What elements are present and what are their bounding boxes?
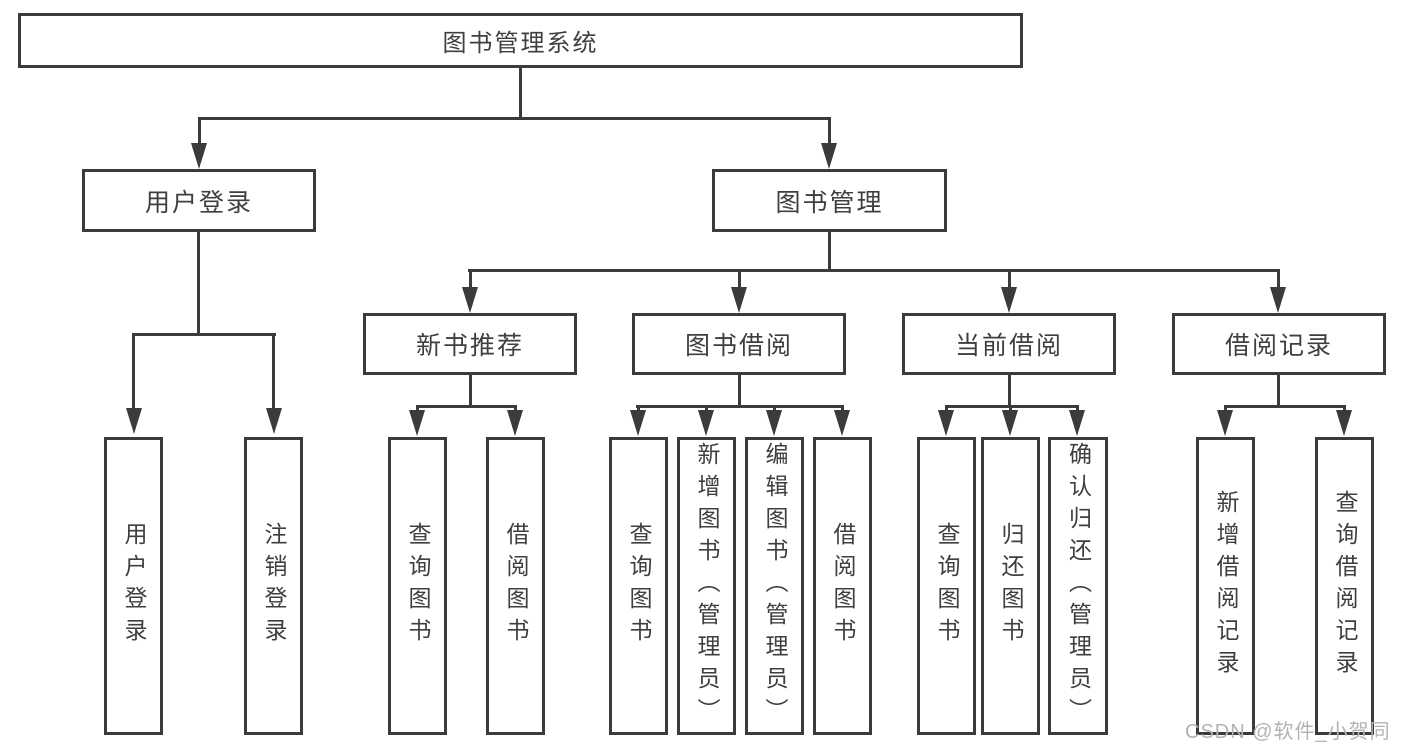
connector-borrowing-drop-3 [773, 405, 776, 413]
leaf-bb-edit-book-admin: 编辑图书（管理员） [745, 437, 804, 735]
arrow-down-icon [834, 410, 850, 436]
leaf-cb-return-book: 归还图书 [981, 437, 1040, 735]
arrow-down-icon [409, 410, 425, 436]
connector-records-drop-2 [1343, 405, 1346, 413]
arrow-down-icon [126, 408, 142, 434]
connector-root-drop-right [828, 117, 831, 145]
arrow-down-icon [191, 143, 207, 169]
connector-borrowing-stem [738, 375, 741, 408]
connector-userlogin-drop-2 [272, 333, 275, 410]
connector-newbook-drop-2 [514, 405, 517, 413]
connector-newbook-stem [469, 375, 472, 408]
connector-root-drop-left [198, 117, 201, 145]
arrow-down-icon [1270, 287, 1286, 313]
arrow-down-icon [938, 410, 954, 436]
connector-current-bar [945, 405, 1079, 408]
node-new-book-recommendation: 新书推荐 [363, 313, 577, 375]
arrow-down-icon [766, 410, 782, 436]
connector-userlogin-drop-1 [132, 333, 135, 410]
leaf-br-add-record: 新增借阅记录 [1196, 437, 1255, 735]
node-user-login: 用户登录 [82, 169, 316, 232]
connector-userlogin-stem [197, 232, 200, 336]
leaf-nb-borrow-book: 借阅图书 [486, 437, 545, 735]
leaf-cb-query-book: 查询图书 [917, 437, 976, 735]
arrow-down-icon [266, 408, 282, 434]
leaf-bb-add-book-admin: 新增图书（管理员） [677, 437, 736, 735]
leaf-logout: 注销登录 [244, 437, 303, 735]
arrow-down-icon [462, 287, 478, 313]
connector-current-drop-3 [1076, 405, 1079, 413]
node-borrowing-records: 借阅记录 [1172, 313, 1386, 375]
csdn-watermark: CSDN @软件_小贺同学 [1185, 721, 1391, 743]
arrow-down-icon [630, 410, 646, 436]
connector-bookmgmt-drop-2 [738, 269, 741, 291]
connector-userlogin-bar [132, 333, 276, 336]
node-current-borrowing: 当前借阅 [902, 313, 1116, 375]
arrow-down-icon [698, 410, 714, 436]
arrow-down-icon [1069, 410, 1085, 436]
connector-current-drop-1 [945, 405, 948, 413]
leaf-user-login: 用户登录 [104, 437, 163, 735]
leaf-br-query-record: 查询借阅记录 [1315, 437, 1374, 735]
leaf-nb-query-book: 查询图书 [388, 437, 447, 735]
connector-borrowing-drop-2 [705, 405, 708, 413]
connector-records-drop-1 [1224, 405, 1227, 413]
leaf-bb-borrow-book: 借阅图书 [813, 437, 872, 735]
connector-bookmgmt-drop-1 [469, 269, 472, 291]
connector-borrowing-drop-1 [637, 405, 640, 413]
arrow-down-icon [507, 410, 523, 436]
node-book-borrowing: 图书借阅 [632, 313, 846, 375]
arrow-down-icon [1001, 287, 1017, 313]
leaf-cb-confirm-return-admin: 确认归还（管理员） [1048, 437, 1108, 735]
connector-newbook-bar [416, 405, 517, 408]
connector-root-bar [198, 117, 831, 120]
connector-current-drop-2 [1009, 405, 1012, 413]
node-library-system: 图书管理系统 [18, 13, 1023, 68]
connector-root-stem [519, 67, 522, 120]
arrow-down-icon [1002, 410, 1018, 436]
connector-bookmgmt-drop-4 [1277, 269, 1280, 291]
connector-bookmgmt-stem [828, 232, 831, 272]
arrow-down-icon [821, 143, 837, 169]
connector-bookmgmt-drop-3 [1008, 269, 1011, 291]
connector-current-stem [1008, 375, 1011, 408]
connector-newbook-drop-1 [416, 405, 419, 413]
leaf-bb-query-book: 查询图书 [609, 437, 668, 735]
connector-records-stem [1277, 375, 1280, 408]
arrow-down-icon [1217, 410, 1233, 436]
connector-borrowing-drop-4 [841, 405, 844, 413]
arrow-down-icon [1336, 410, 1352, 436]
arrow-down-icon [731, 287, 747, 313]
connector-borrowing-bar [636, 405, 844, 408]
node-book-management: 图书管理 [712, 169, 947, 232]
connector-records-bar [1224, 405, 1346, 408]
connector-bookmgmt-bar [468, 269, 1280, 272]
